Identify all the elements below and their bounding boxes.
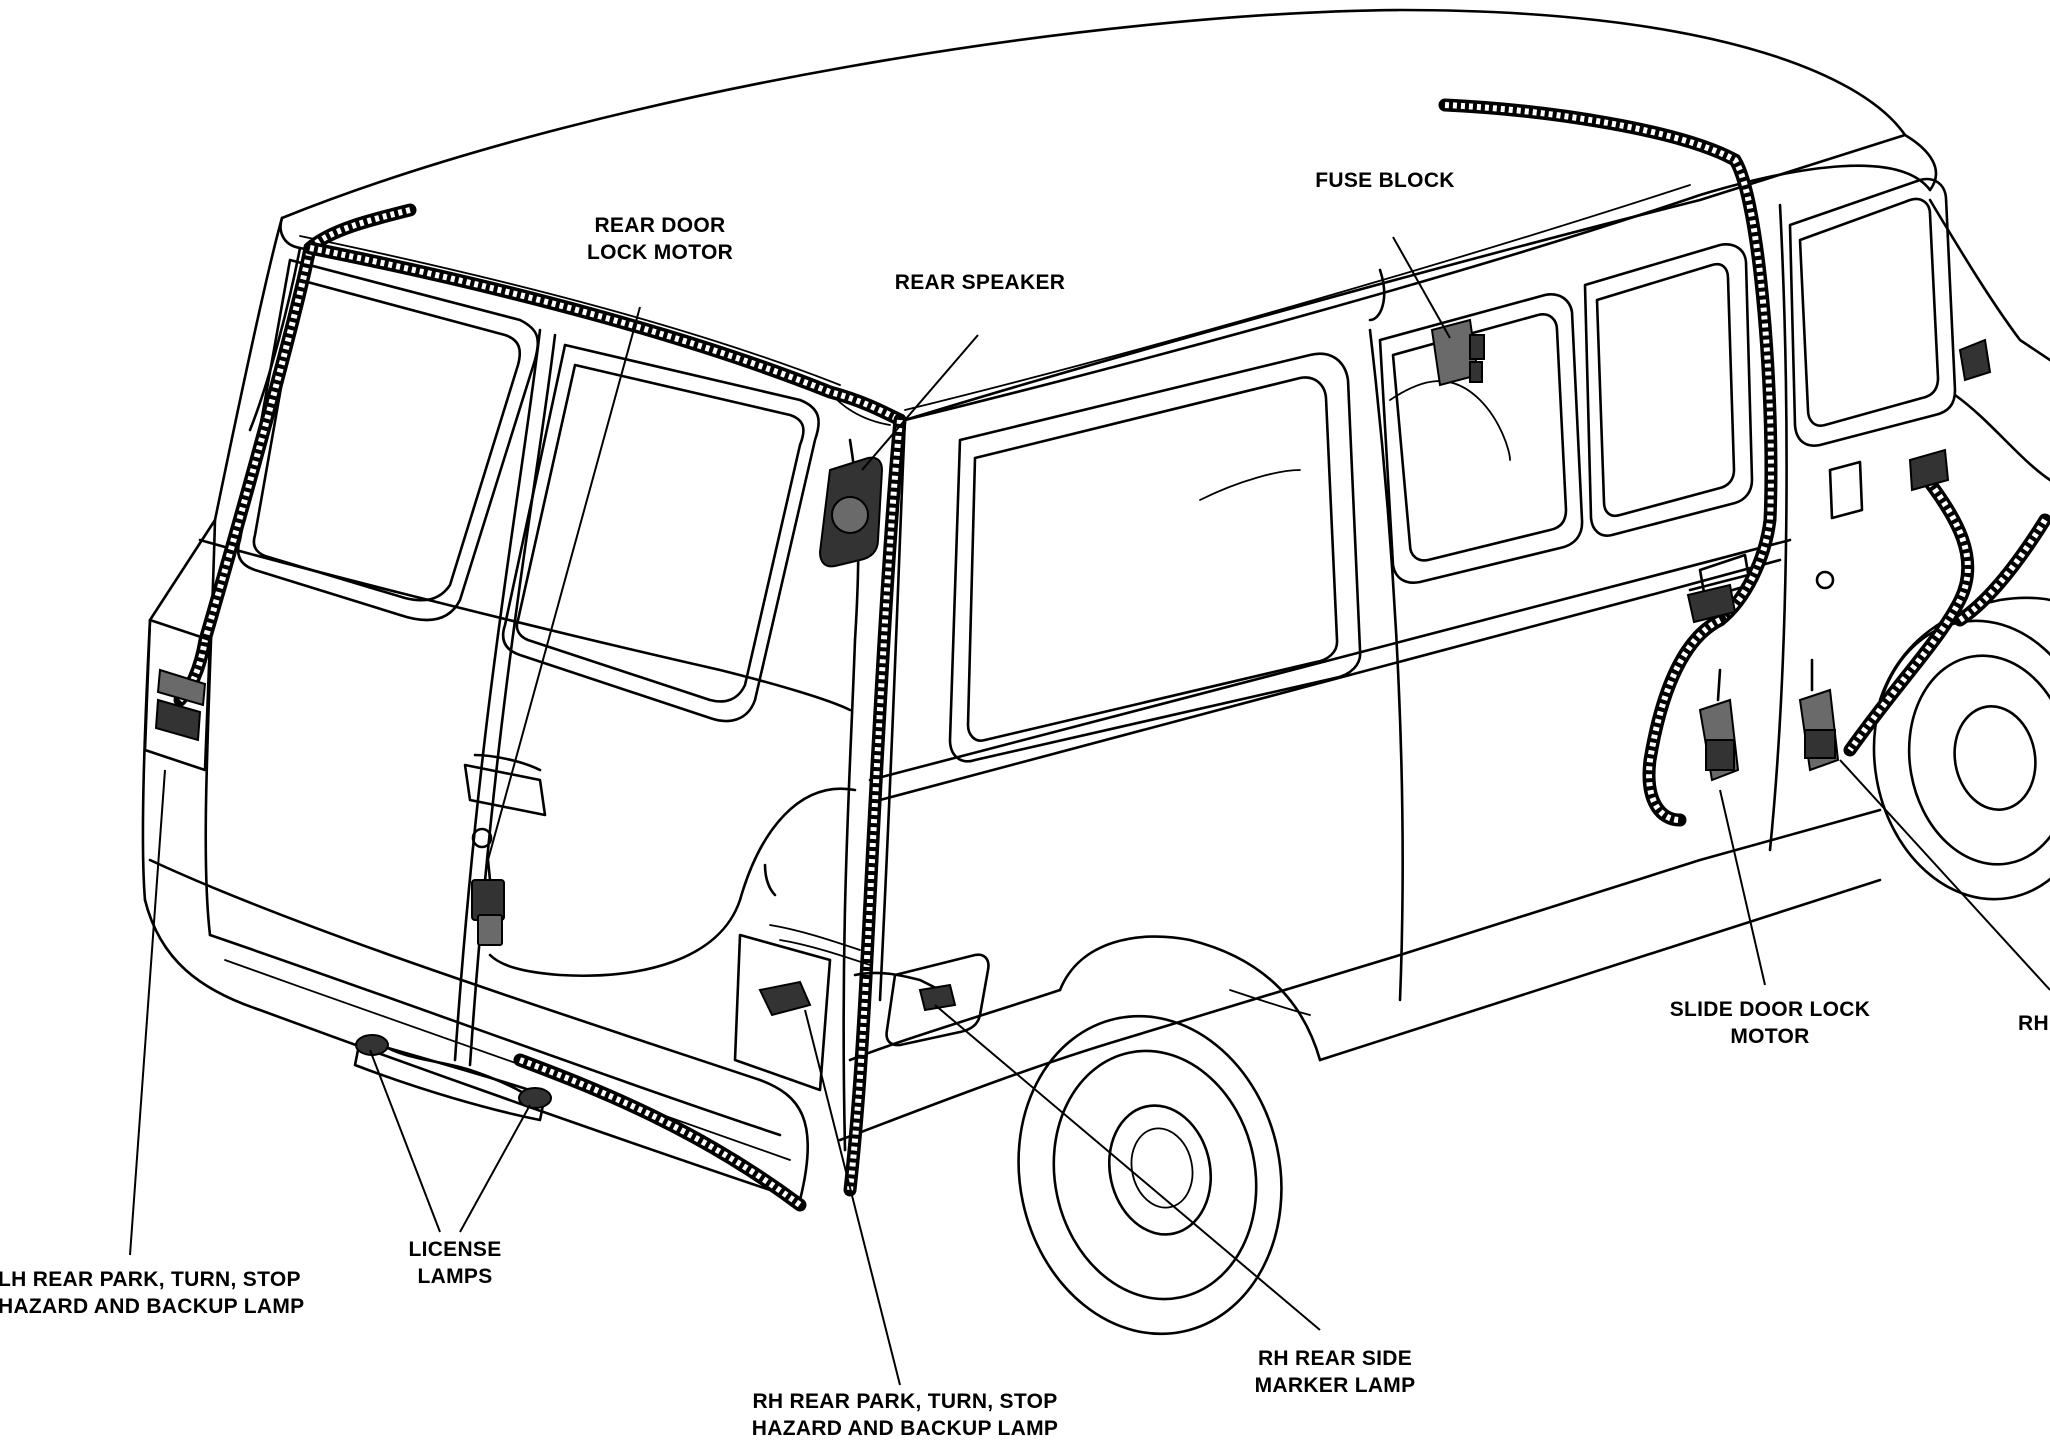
label-rh-rear-side-marker-lamp: RH REAR SIDE MARKER LAMP bbox=[1235, 1345, 1435, 1399]
front-wheel bbox=[1872, 596, 2050, 901]
label-line: RH bbox=[2018, 1012, 2049, 1035]
label-line: REAR SPEAKER bbox=[894, 271, 1066, 294]
label-line: RH REAR PARK, TURN, STOP bbox=[752, 1390, 1058, 1413]
rh-side-component bbox=[1798, 338, 1992, 772]
label-line: LH REAR PARK, TURN, STOP bbox=[0, 1268, 301, 1291]
lh-rear-lamp bbox=[143, 618, 212, 772]
van-right-side bbox=[838, 133, 2050, 1142]
label-line: LAMPS bbox=[417, 1265, 493, 1288]
fuse-block bbox=[1430, 318, 1485, 387]
label-line: SLIDE DOOR LOCK bbox=[1669, 998, 1871, 1021]
label-rear-speaker: REAR SPEAKER bbox=[880, 269, 1080, 296]
label-slide-door-lock-motor: SLIDE DOOR LOCK MOTOR bbox=[1650, 996, 1890, 1050]
label-line: MARKER LAMP bbox=[1254, 1374, 1416, 1397]
label-line: MOTOR bbox=[1730, 1025, 1810, 1048]
leader-lines bbox=[129, 236, 2050, 1386]
rear-speaker bbox=[818, 456, 884, 568]
slide-door-lock-motor bbox=[1686, 583, 1740, 782]
label-line: LOCK MOTOR bbox=[586, 241, 734, 264]
rear-wheel bbox=[1017, 989, 1311, 1336]
wiring-harness bbox=[173, 98, 2050, 1212]
rh-rear-side-marker-lamp bbox=[885, 953, 990, 1047]
components bbox=[143, 318, 1992, 1109]
rear-door-lock-motor bbox=[471, 858, 505, 946]
license-lamps bbox=[355, 1034, 552, 1109]
label-line: FUSE BLOCK bbox=[1315, 169, 1455, 192]
label-line: REAR DOOR bbox=[594, 214, 726, 237]
rh-rear-lamp bbox=[733, 924, 871, 1092]
van-rear-body bbox=[141, 216, 907, 1202]
label-line: LICENSE bbox=[408, 1238, 502, 1261]
label-line: HAZARD AND BACKUP LAMP bbox=[751, 1417, 1059, 1440]
label-lh-rear-lamp: LH REAR PARK, TURN, STOP HAZARD AND BACK… bbox=[0, 1266, 304, 1320]
van-roof bbox=[279, 8, 1938, 426]
label-rh-rear-lamp: RH REAR PARK, TURN, STOP HAZARD AND BACK… bbox=[735, 1388, 1075, 1440]
label-line: RH REAR SIDE bbox=[1257, 1347, 1413, 1370]
label-rh-cut-off: RH bbox=[2018, 1010, 2049, 1037]
label-fuse-block: FUSE BLOCK bbox=[1290, 167, 1480, 194]
label-rear-door-lock-motor: REAR DOOR LOCK MOTOR bbox=[560, 212, 760, 266]
rear-doors bbox=[204, 258, 820, 1067]
label-line: HAZARD AND BACKUP LAMP bbox=[0, 1295, 305, 1318]
label-license-lamps: LICENSE LAMPS bbox=[390, 1236, 520, 1290]
